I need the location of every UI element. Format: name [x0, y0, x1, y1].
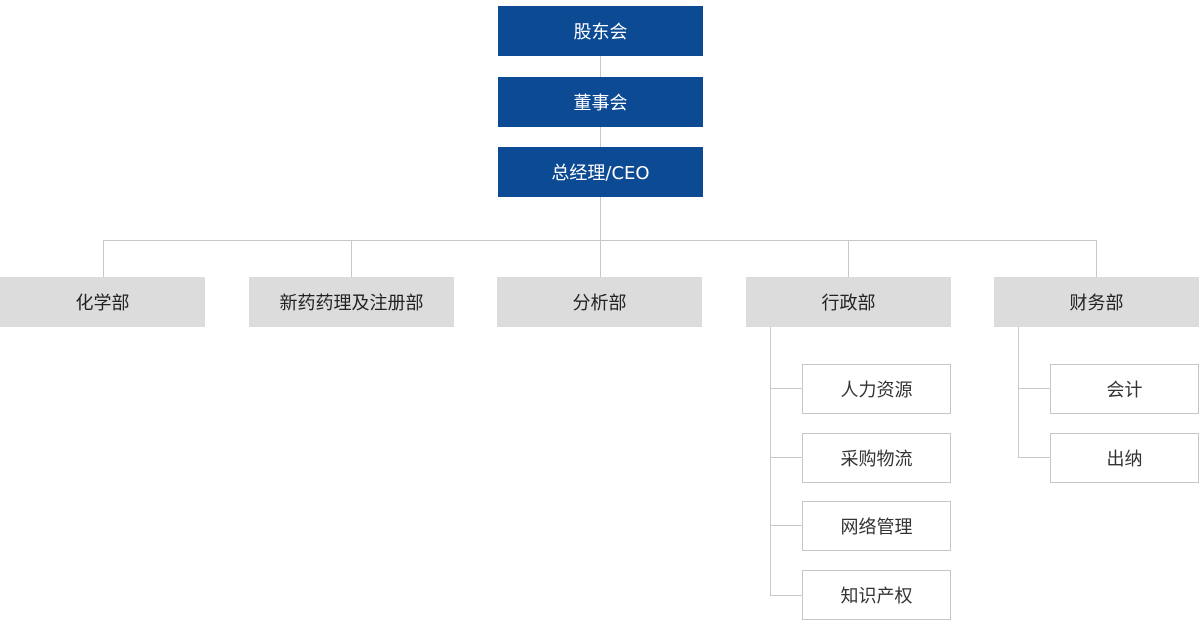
admin-unit-ip: 知识产权 [802, 570, 951, 620]
ceo-node: 总经理/CEO [498, 147, 703, 197]
department-admin: 行政部 [746, 277, 951, 327]
finance-unit-cashier: 出纳 [1050, 433, 1199, 483]
admin-unit-hr: 人力资源 [802, 364, 951, 414]
finance-unit-accounting: 会计 [1050, 364, 1199, 414]
admin-unit-procurement: 采购物流 [802, 433, 951, 483]
department-finance: 财务部 [994, 277, 1199, 327]
shareholders-node: 股东会 [498, 6, 703, 56]
board-node: 董事会 [498, 77, 703, 127]
department-chemistry: 化学部 [0, 277, 205, 327]
department-pharmacology: 新药药理及注册部 [249, 277, 454, 327]
department-analysis: 分析部 [497, 277, 702, 327]
admin-unit-network: 网络管理 [802, 501, 951, 551]
